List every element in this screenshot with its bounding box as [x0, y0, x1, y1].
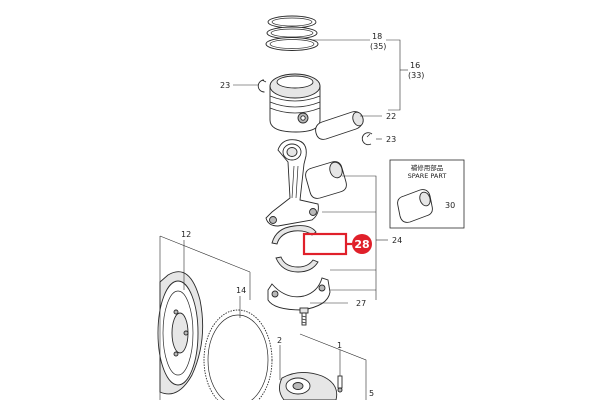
callout-35[interactable]: (35) [370, 42, 386, 51]
callout-2[interactable]: 2 [277, 336, 282, 345]
bearing-highlight[interactable]: 28 [302, 232, 372, 256]
snap-ring-left [257, 79, 267, 93]
callout-23-left[interactable]: 23 [220, 81, 230, 90]
callout-30[interactable]: 30 [445, 201, 455, 210]
rod-bolt [299, 307, 309, 326]
callout-12[interactable]: 12 [181, 230, 191, 239]
callout-18[interactable]: 18 [372, 32, 382, 41]
leader-lines [159, 39, 442, 400]
rod-cap [267, 277, 331, 311]
callout-23-right[interactable]: 23 [386, 135, 396, 144]
callout-24[interactable]: 24 [392, 236, 402, 245]
bearing-shell-lower [275, 256, 319, 273]
small-end-bushing [305, 161, 347, 199]
piston [269, 73, 321, 133]
callout-5[interactable]: 5 [369, 389, 374, 398]
spare-part-box: 補修用部品 SPARE PART [389, 159, 465, 229]
small-pin [337, 375, 343, 393]
piston-pin [315, 111, 364, 140]
callout-27[interactable]: 27 [356, 299, 366, 308]
highlight-badge-label: 28 [354, 238, 369, 251]
piston-rings [265, 15, 319, 51]
spare-part-title-jp: 補修用部品 [411, 163, 444, 172]
callout-1[interactable]: 1 [337, 341, 342, 350]
callout-22[interactable]: 22 [386, 112, 396, 121]
snap-ring-right [361, 132, 373, 146]
flywheel [157, 271, 204, 395]
crankshaft [279, 372, 338, 400]
callout-14[interactable]: 14 [236, 286, 246, 295]
highlight-box[interactable] [302, 232, 348, 256]
highlight-badge[interactable] [352, 234, 372, 254]
callout-33[interactable]: (33) [408, 71, 424, 80]
connecting-rod [265, 139, 319, 227]
callout-16[interactable]: 16 [410, 61, 420, 70]
spare-part-title-en: SPARE PART [408, 172, 447, 180]
ring-gear [203, 309, 273, 400]
